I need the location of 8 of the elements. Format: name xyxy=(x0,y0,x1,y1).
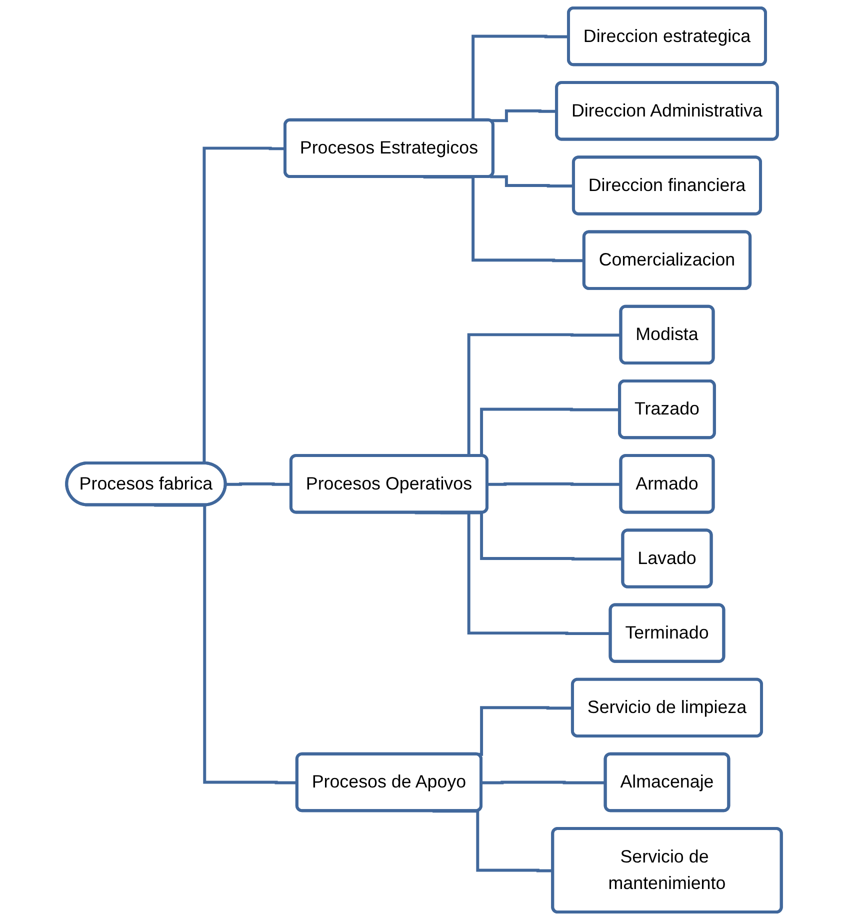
connector xyxy=(482,780,606,784)
connector xyxy=(490,109,558,122)
connector xyxy=(490,175,574,188)
connector xyxy=(414,511,611,636)
connector xyxy=(432,810,554,872)
connector xyxy=(226,482,292,486)
connector xyxy=(154,504,298,784)
connector xyxy=(487,482,622,486)
